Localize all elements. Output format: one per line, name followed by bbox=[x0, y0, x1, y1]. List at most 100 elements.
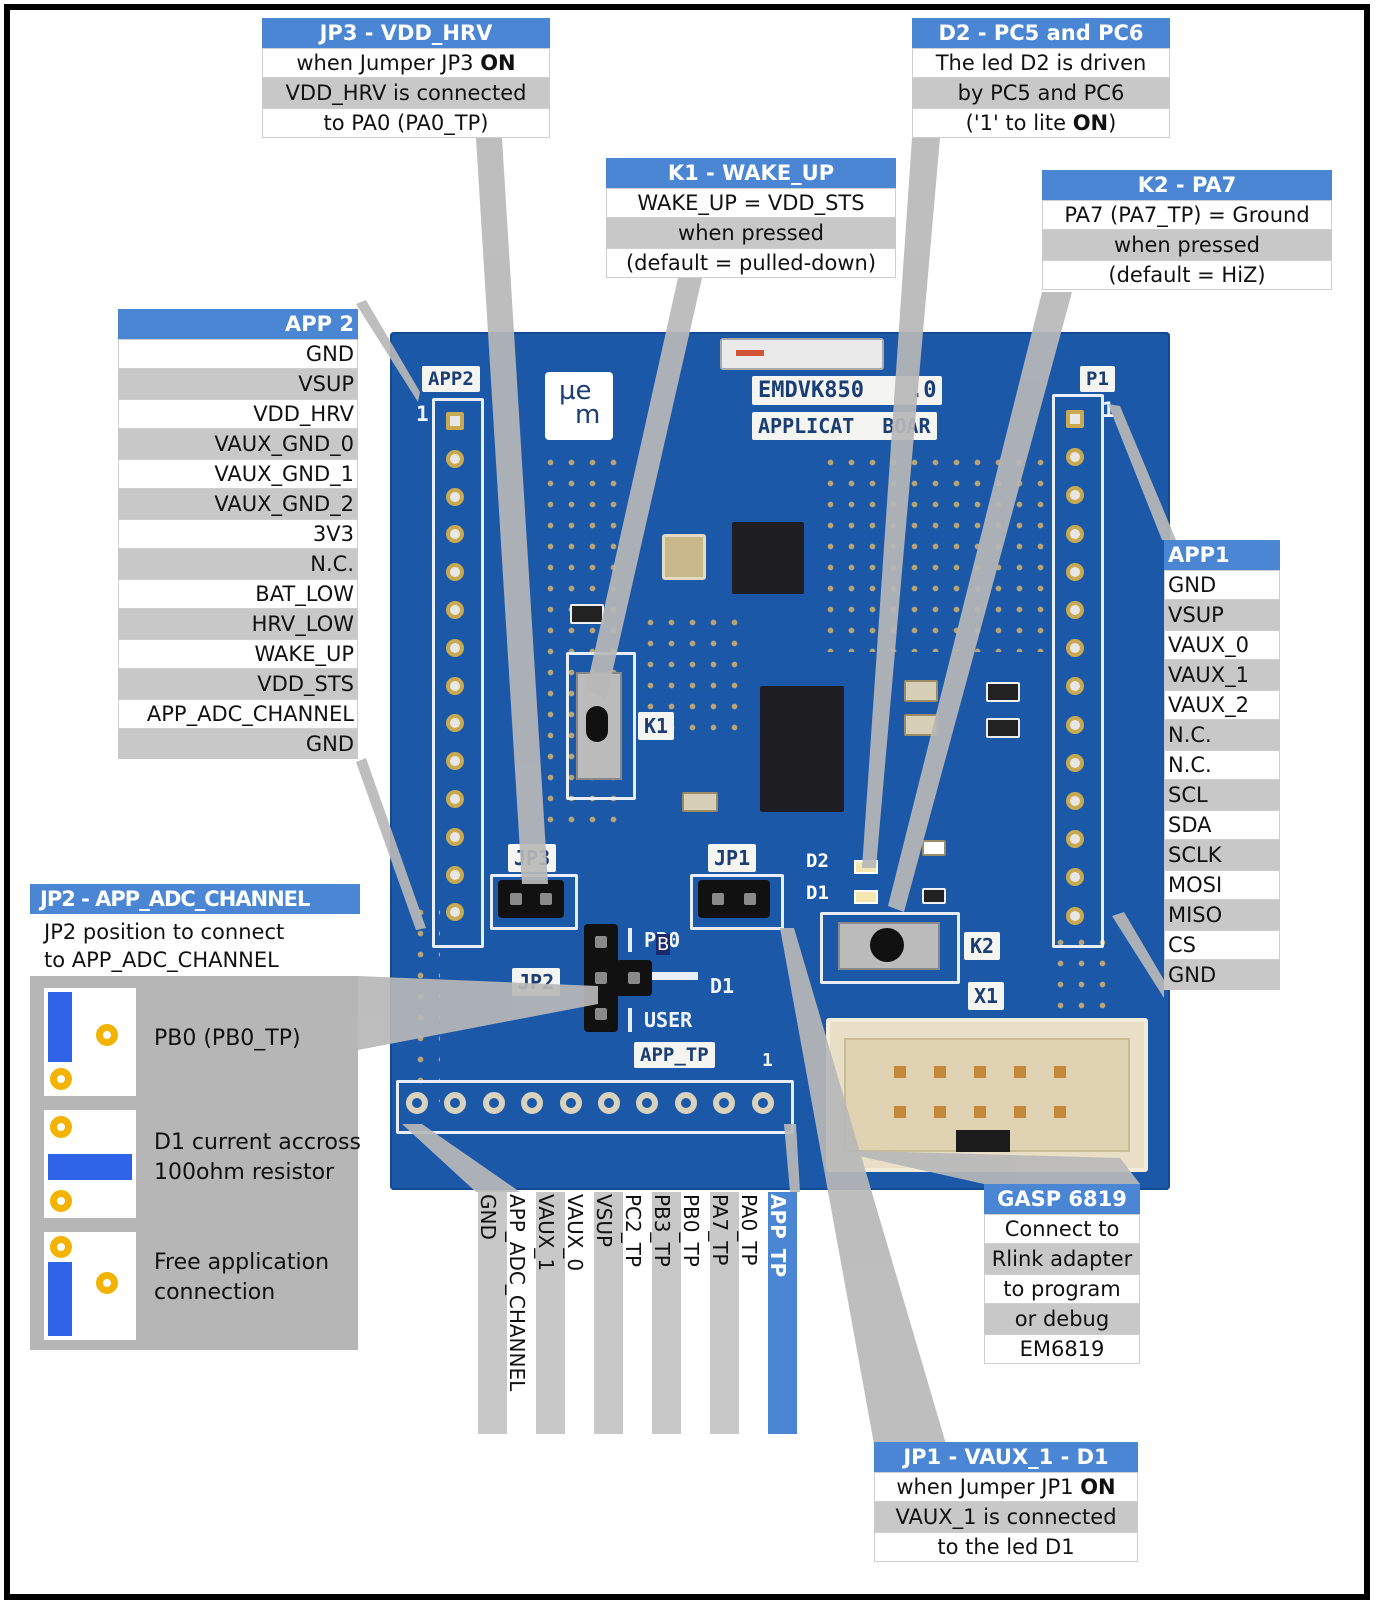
d2-line2: by PC5 and PC6 bbox=[912, 78, 1170, 108]
jp2-jumper-horizontal[interactable] bbox=[616, 960, 652, 996]
jp2-jumper-vertical[interactable] bbox=[584, 924, 618, 1032]
wire-app1-top bbox=[1108, 404, 1176, 540]
x1-pin bbox=[1014, 1106, 1026, 1118]
jp3-jumper[interactable] bbox=[498, 880, 564, 918]
smd-part bbox=[986, 718, 1020, 738]
jp2-option3-label1: Free application bbox=[154, 1250, 330, 1275]
pin-ring bbox=[96, 1024, 118, 1046]
jp2-callout: JP2 - APP_ADC_CHANNEL JP2 position to co… bbox=[30, 884, 361, 1350]
header-pin bbox=[1066, 677, 1084, 696]
app-tp-pin-col: PB0_TP bbox=[679, 1192, 710, 1434]
app2-pin-row: HRV_LOW bbox=[118, 609, 358, 639]
jp2-silk-line bbox=[628, 928, 632, 952]
jp1-line1-text: when Jumper JP1 bbox=[896, 1475, 1081, 1499]
app2-pin-row: WAKE_UP bbox=[118, 639, 358, 669]
x1-pin bbox=[934, 1066, 946, 1078]
pin1-marker: 1 bbox=[1102, 398, 1115, 422]
header-pin bbox=[1066, 562, 1084, 581]
pin-ring bbox=[50, 1068, 72, 1090]
jp2-option-pb0-diagram bbox=[44, 988, 136, 1096]
crystal bbox=[662, 534, 706, 580]
x1-silk-label: X1 bbox=[968, 982, 1005, 1010]
pin-ring bbox=[50, 1190, 72, 1212]
wire-app-tp-right bbox=[784, 1124, 800, 1192]
d2-line3-bold: ON bbox=[1072, 111, 1109, 135]
jp2-bar bbox=[48, 1154, 132, 1180]
app-tp-pin-col: GND bbox=[476, 1192, 507, 1434]
app1-pin-row: VAUX_0 bbox=[1164, 630, 1280, 660]
via-field bbox=[1050, 932, 1110, 1032]
k1-button-cap[interactable] bbox=[586, 706, 608, 742]
header-pin bbox=[446, 638, 464, 657]
board-name-text: EMDVK850 bbox=[758, 378, 864, 403]
k1-silk-label: K1 bbox=[638, 712, 675, 740]
k2-callout: K2 - PA7 PA7 (PA7_TP) = Ground when pres… bbox=[1042, 170, 1332, 290]
x1-pin bbox=[894, 1066, 906, 1078]
k1-line1: WAKE_UP = VDD_STS bbox=[606, 188, 896, 218]
header-pin bbox=[482, 1092, 505, 1114]
top-connector bbox=[720, 338, 884, 370]
gasp-title: GASP 6819 bbox=[984, 1184, 1140, 1214]
app-tp-pin-col: PB3_TP bbox=[650, 1192, 681, 1434]
jp3-line1: when Jumper JP3 ON bbox=[262, 48, 550, 78]
logo-text: m bbox=[575, 400, 601, 430]
jp2-option3-label2: connection bbox=[154, 1280, 276, 1305]
k1-callout: K1 - WAKE_UP WAKE_UP = VDD_STS when pres… bbox=[606, 158, 896, 278]
jp3-line3: to PA0 (PA0_TP) bbox=[262, 108, 550, 138]
app1-header-outline bbox=[1052, 394, 1104, 948]
wire-d2 bbox=[862, 138, 940, 868]
logo-text: µe bbox=[559, 376, 592, 406]
jp2-option-d1-diagram bbox=[44, 1110, 136, 1218]
jp2-desc2: to APP_ADC_CHANNEL bbox=[44, 948, 279, 972]
jp3-callout: JP3 - VDD_HRV when Jumper JP3 ON VDD_HRV… bbox=[262, 18, 550, 138]
app2-pin-row: N.C. bbox=[118, 549, 358, 579]
wire-k2 bbox=[888, 292, 1072, 912]
app-tp-pin-col: VAUX_0 bbox=[563, 1192, 594, 1434]
header-pin bbox=[1066, 792, 1084, 810]
wire-k1 bbox=[586, 278, 702, 700]
k2-silk-label: K2 bbox=[964, 932, 1001, 960]
app1-pin-row: MISO bbox=[1164, 900, 1280, 930]
app2-pin-row: VAUX_GND_1 bbox=[118, 459, 358, 489]
jp2-bar bbox=[48, 992, 72, 1062]
header-pin bbox=[446, 449, 464, 468]
wire-jp1 bbox=[780, 928, 946, 1444]
wire-gasp bbox=[832, 1150, 1140, 1184]
led-d1 bbox=[854, 890, 878, 904]
jp2-options-panel: PB0 (PB0_TP) D1 current accross 100ohm r… bbox=[30, 976, 361, 1350]
x1-pin bbox=[1014, 1066, 1026, 1078]
d2-line3: ('1' to lite ON) bbox=[912, 108, 1170, 138]
app2-silk-label: APP2 bbox=[422, 366, 480, 392]
header-pin bbox=[1066, 715, 1084, 734]
x1-pin bbox=[1054, 1106, 1066, 1118]
header-pin bbox=[1066, 639, 1084, 658]
gasp-line: Rlink adapter bbox=[984, 1244, 1140, 1274]
app2-pin-row: VSUP bbox=[118, 369, 358, 399]
jp2-desc1: JP2 position to connect bbox=[44, 920, 285, 944]
jp2-bar bbox=[48, 1262, 72, 1336]
d2-silk-label: D2 bbox=[806, 850, 829, 872]
wire-jp2 bbox=[358, 976, 598, 1050]
smd-part bbox=[922, 888, 946, 904]
header-pin bbox=[598, 1092, 620, 1114]
smd-part bbox=[904, 680, 938, 702]
board-subtitle-text: APPLICAT bbox=[758, 414, 855, 438]
jp1-line1: when Jumper JP1 ON bbox=[874, 1472, 1138, 1502]
app1-pin-row: VAUX_2 bbox=[1164, 690, 1280, 720]
smd-part bbox=[986, 682, 1020, 702]
d2-line1: The led D2 is driven bbox=[912, 48, 1170, 78]
jp1-jumper[interactable] bbox=[698, 880, 770, 918]
k1-line3: (default = pulled-down) bbox=[606, 248, 896, 278]
jp1-title: JP1 - VAUX_1 - D1 bbox=[874, 1442, 1138, 1472]
jp2-option-free-diagram bbox=[44, 1232, 136, 1340]
jp2-option2-label1: D1 current accross bbox=[154, 1130, 361, 1155]
gasp-line: Connect to bbox=[984, 1214, 1140, 1244]
app1-pin-row: VSUP bbox=[1164, 600, 1280, 630]
header-pin bbox=[1066, 601, 1084, 619]
gasp-line: or debug bbox=[984, 1304, 1140, 1334]
jp2-title: JP2 - APP_ADC_CHANNEL bbox=[30, 884, 360, 914]
gasp-callout: GASP 6819 Connect to Rlink adapter to pr… bbox=[984, 1184, 1140, 1364]
app1-pin-row: N.C. bbox=[1164, 750, 1280, 780]
k2-button-cap[interactable] bbox=[870, 928, 904, 962]
